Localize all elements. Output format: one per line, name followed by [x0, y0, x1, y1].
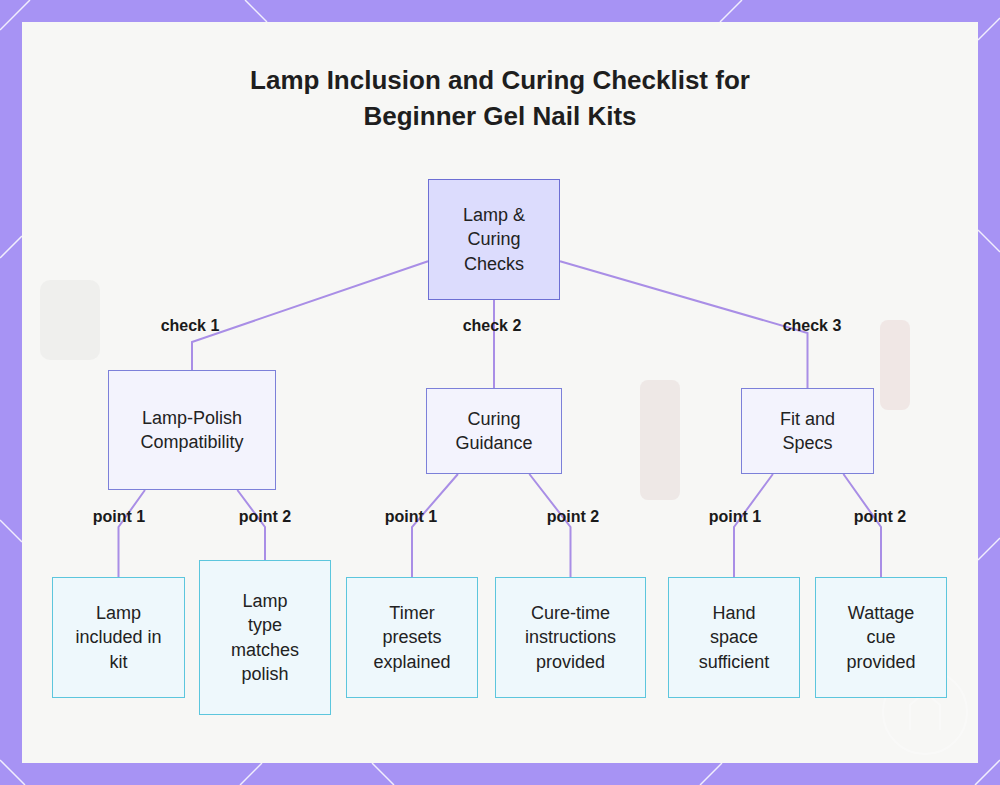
edge-label: check 2 [463, 317, 522, 335]
node-text: Lamp included in kit [71, 601, 166, 674]
connector [734, 474, 773, 577]
checkpoint-box: Wattage cue provided [815, 577, 947, 698]
connector [843, 474, 881, 577]
connector [119, 490, 145, 577]
checkpoint-box: Lamp included in kit [52, 577, 185, 698]
node-text: Hand space sufficient [692, 601, 777, 674]
checkpoint-box: Hand space sufficient [668, 577, 800, 698]
panel [22, 22, 978, 763]
edge-label: point 1 [385, 508, 437, 526]
node-text: Cure-time instructions provided [511, 601, 631, 674]
checkpoint-box: Cure-time instructions provided [495, 577, 646, 698]
category-box: Curing Guidance [426, 388, 562, 474]
category-box: Lamp-Polish Compatibility [108, 370, 276, 490]
faded-photo [40, 280, 910, 500]
edge-label: point 2 [239, 508, 291, 526]
edge-label: point 1 [709, 508, 761, 526]
connector [192, 261, 428, 370]
node-text: Wattage cue provided [839, 601, 924, 674]
connector [529, 474, 570, 577]
connector [560, 261, 808, 388]
checkpoint-box: Lamp type matches polish [199, 560, 331, 715]
edge-label: check 3 [783, 317, 842, 335]
diagram-title: Lamp Inclusion and Curing Checklist for … [228, 62, 773, 135]
edge-label: point 2 [854, 508, 906, 526]
node-text: Curing Guidance [439, 407, 549, 456]
node-text: Lamp & Curing Checks [454, 203, 534, 276]
node-text: Timer presets explained [367, 601, 457, 674]
checkpoint-box: Timer presets explained [346, 577, 478, 698]
connector [412, 474, 458, 577]
node-text: Lamp-Polish Compatibility [122, 406, 262, 455]
node-text: Lamp type matches polish [229, 589, 301, 687]
root-box: Lamp & Curing Checks [428, 179, 560, 300]
edge-label: check 1 [161, 317, 220, 335]
edge-label: point 2 [547, 508, 599, 526]
connector [493, 300, 495, 388]
node-text: Fit and Specs [763, 407, 853, 456]
category-box: Fit and Specs [741, 388, 874, 474]
edge-label: point 1 [93, 508, 145, 526]
